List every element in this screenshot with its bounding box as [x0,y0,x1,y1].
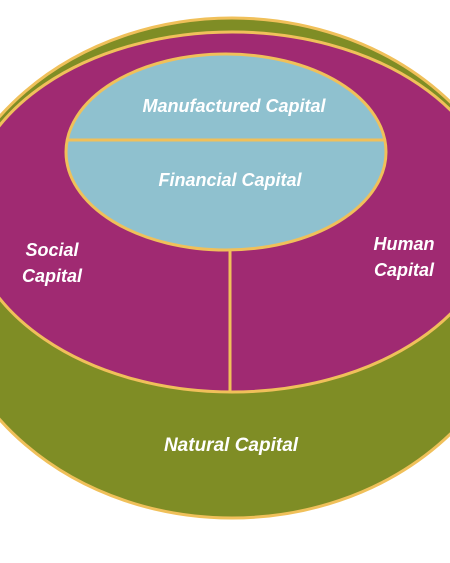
human-capital-label-line1: Human [373,234,434,254]
manufactured-capital-label: Manufactured Capital [142,96,326,116]
financial-capital-label: Financial Capital [158,170,302,190]
natural-capital-label: Natural Capital [164,435,299,456]
human-capital-label-line2: Capital [374,260,435,280]
manufactured-financial-region [64,52,388,252]
social-capital-label-line2: Capital [22,266,83,286]
social-capital-label-line1: Social [25,240,79,260]
